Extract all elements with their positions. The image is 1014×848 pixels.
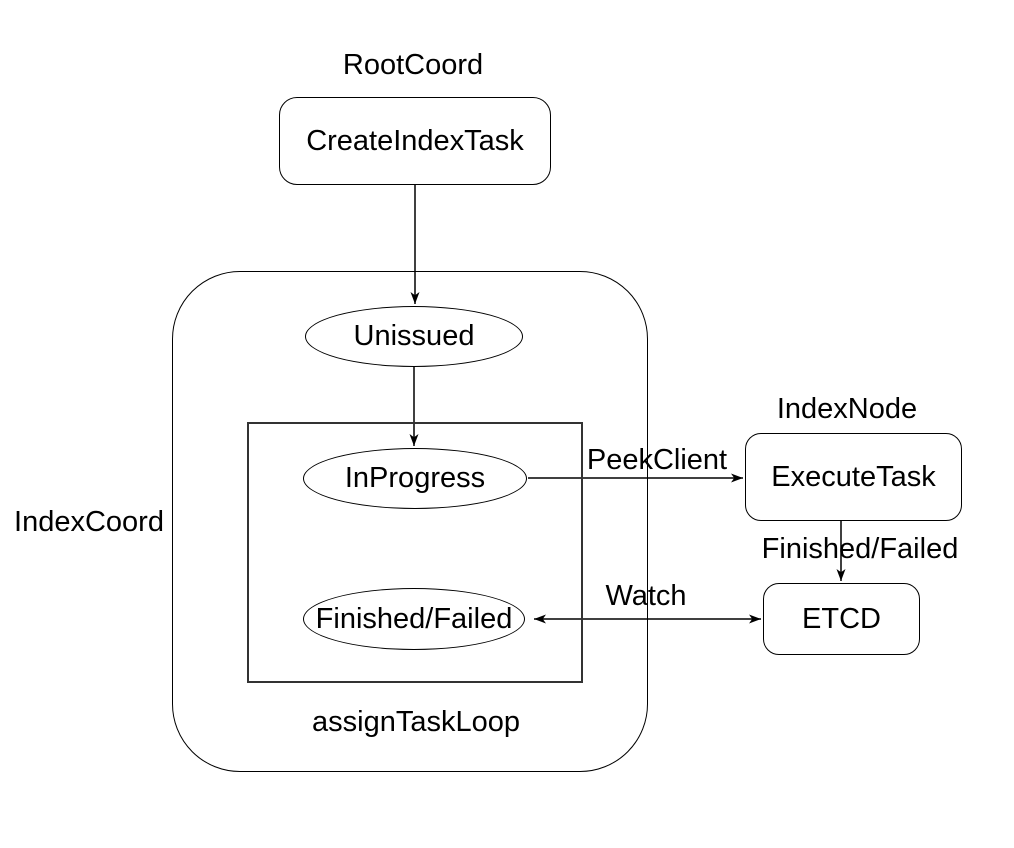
state-finished-failed: Finished/Failed [303, 588, 525, 650]
edge-label-finished-failed: Finished/Failed [761, 533, 959, 566]
state-unissued-label: Unissued [353, 320, 475, 352]
indexcoord-container [172, 271, 648, 772]
group-label-rootcoord: RootCoord [342, 49, 484, 82]
node-create-index-task-label: CreateIndexTask [306, 124, 524, 157]
state-in-progress-label: InProgress [344, 462, 486, 494]
container-label-assigntaskloop: assignTaskLoop [312, 706, 520, 739]
state-unissued: Unissued [305, 306, 523, 367]
node-create-index-task: CreateIndexTask [279, 97, 551, 185]
node-execute-task: ExecuteTask [745, 433, 962, 521]
edge-label-watch: Watch [605, 580, 687, 613]
assigntaskloop-container [247, 422, 583, 683]
state-finished-failed-label: Finished/Failed [315, 602, 513, 635]
container-label-indexcoord: IndexCoord [14, 506, 164, 539]
edge-label-peekclient: PeekClient [586, 444, 728, 477]
node-etcd: ETCD [763, 583, 920, 655]
node-etcd-label: ETCD [802, 602, 881, 635]
state-in-progress: InProgress [303, 448, 527, 509]
node-execute-task-label: ExecuteTask [771, 460, 936, 493]
group-label-indexnode: IndexNode [776, 393, 918, 426]
